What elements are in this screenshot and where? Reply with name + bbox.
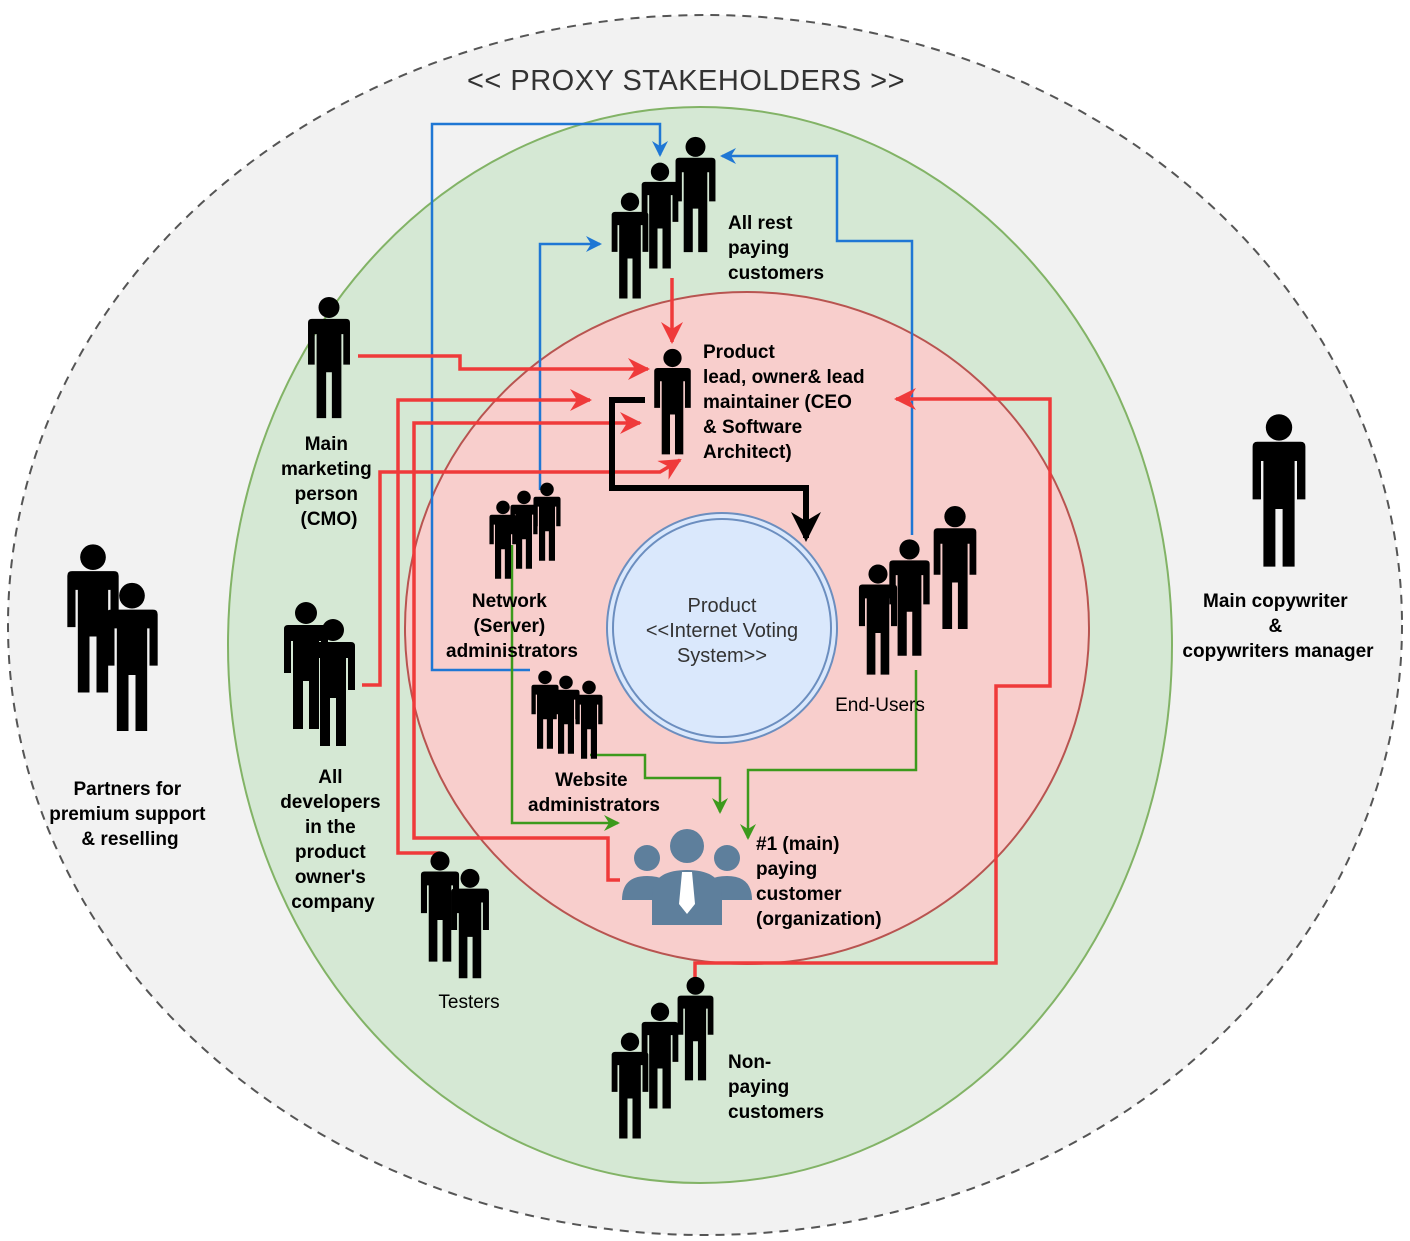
red-arrow-developers-to-lead <box>362 458 682 687</box>
label-main-customer: #1 (main) paying customer (organization) <box>756 834 882 930</box>
label-cmo: Main marketing person (CMO) <box>281 434 377 530</box>
label-non-paying: Non- paying customers <box>728 1052 824 1123</box>
green-arrow-endusers-to-customer <box>740 670 918 840</box>
red-arrow-nonpaying-to-lead <box>693 388 1052 985</box>
organization-group-icon <box>622 829 752 925</box>
label-all-rest: All rest paying customers <box>728 213 824 284</box>
label-developers: All developers in the product owner's co… <box>280 767 386 913</box>
stakeholder-labels: All rest paying customers Product lead, … <box>49 213 1374 1123</box>
label-product-lead: Product lead, owner& lead maintainer (CE… <box>703 342 870 463</box>
label-network: Network (Server) administrators <box>446 591 578 662</box>
diagram-title: << PROXY STAKEHOLDERS >> <box>467 65 905 97</box>
green-arrow-website-to-customer <box>590 753 728 814</box>
product-label-3: System>> <box>677 645 767 667</box>
product-circle-inner <box>612 518 832 738</box>
label-website: Website administrators <box>528 770 660 816</box>
blue-arrow-website-to-allrest <box>430 122 668 672</box>
green-arrow-network-to-customer <box>510 545 620 831</box>
product-label-2: <<Internet Voting <box>646 620 798 642</box>
red-arrow-customer-to-lead <box>412 412 642 882</box>
blue-arrow-network-to-allrest <box>538 236 602 490</box>
red-arrow-cmo-to-lead <box>358 354 650 380</box>
label-end-users: End-Users <box>835 695 925 716</box>
label-copywriter: Main copywriter & copywriters manager <box>1182 591 1374 662</box>
label-testers: Testers <box>438 992 499 1013</box>
black-arrow-lead-to-product <box>609 397 821 542</box>
label-partners: Partners for premium support & reselling <box>49 779 211 850</box>
product-label-1: Product <box>688 595 757 617</box>
green-connectors <box>510 545 918 840</box>
red-arrow-testers-to-lead <box>396 389 592 855</box>
blue-arrow-endusers-to-allrest <box>720 148 914 535</box>
blue-connectors <box>430 122 914 672</box>
red-connectors <box>358 278 1052 985</box>
